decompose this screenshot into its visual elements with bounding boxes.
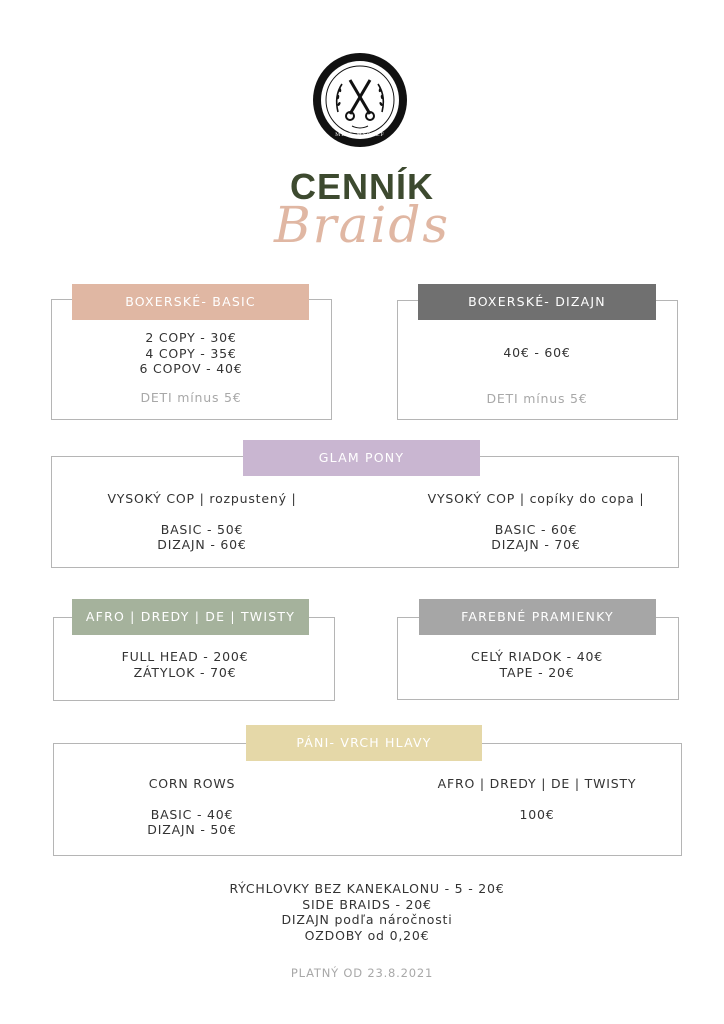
item-title: VYSOKÝ COP | copíky do copa | — [427, 491, 645, 506]
price-line: CELÝ RIADOK - 40€ — [470, 649, 604, 664]
price-line: 40€ - 60€ — [503, 345, 571, 360]
price-list: FULL HEAD - 200€ ZÁTYLOK - 70€ — [54, 649, 316, 680]
price-line: DIZAJN - 70€ — [491, 537, 581, 552]
section-label-boxerske-basic: BOXERSKÉ- BASIC — [72, 284, 309, 320]
price-line: 100€ — [519, 806, 555, 822]
section-label-boxerske-dizajn: BOXERSKÉ- DIZAJN — [418, 284, 656, 320]
section-label-glam-pony: GLAM PONY — [243, 440, 480, 476]
price-note: DETI mínus 5€ — [140, 390, 242, 405]
page-title: CENNÍK — [289, 166, 434, 207]
price-line: DIZAJN - 60€ — [157, 537, 247, 552]
extra-line: DIZAJN podľa náročnosti — [281, 912, 453, 927]
section-label-afro: AFRO | DREDY | DE | TWISTY — [72, 599, 309, 635]
price-line: 2 COPY - 30€ — [145, 330, 237, 345]
extra-line: RÝCHLOVKY BEZ KANEKALONU - 5 - 20€ — [229, 881, 505, 896]
price-line: 4 COPY - 35€ — [145, 345, 237, 361]
price-note: DETI mínus 5€ — [486, 391, 588, 406]
glam-pony-left-column: VYSOKÝ COP | rozpustený | BASIC - 50€ DI… — [52, 491, 352, 553]
price-list: CELÝ RIADOK - 40€ TAPE - 20€ — [398, 649, 676, 680]
price-list: 2 COPY - 30€ 4 COPY - 35€ 6 COPOV - 40€ — [52, 330, 330, 377]
price-line: DIZAJN - 50€ — [147, 822, 237, 837]
extra-line: OZDOBY od 0,20€ — [304, 927, 430, 943]
price-line: BASIC - 60€ — [494, 521, 578, 537]
price-line: FULL HEAD - 200€ — [121, 649, 249, 664]
section-label-pani: PÁNI- VRCH HLAVY — [246, 725, 482, 761]
glam-pony-right-column: VYSOKÝ COP | copíky do copa | BASIC - 60… — [396, 491, 676, 553]
pani-right-column: AFRO | DREDY | DE | TWISTY 100€ — [402, 776, 672, 822]
brand-logo: ME & MYSELF — [312, 52, 408, 148]
price-line: ZÁTYLOK - 70€ — [133, 664, 237, 680]
scissors-logo-icon — [313, 53, 407, 147]
section-box-boxerske-dizajn: 40€ - 60€ DETI mínus 5€ — [397, 300, 678, 420]
price-line: BASIC - 50€ — [160, 521, 244, 537]
price-line: 6 COPOV - 40€ — [139, 361, 243, 376]
extra-line: SIDE BRAIDS - 20€ — [302, 896, 432, 912]
extras-list: RÝCHLOVKY BEZ KANEKALONU - 5 - 20€ SIDE … — [0, 881, 724, 943]
price-line: TAPE - 20€ — [499, 664, 575, 680]
item-title: CORN ROWS — [148, 776, 236, 791]
section-label-farebne: FAREBNÉ PRAMIENKY — [419, 599, 656, 635]
item-title: AFRO | DREDY | DE | TWISTY — [437, 776, 637, 791]
page-subtitle-script: Braids — [273, 196, 451, 254]
pani-left-column: CORN ROWS BASIC - 40€ DIZAJN - 50€ — [54, 776, 330, 838]
price-line: BASIC - 40€ — [150, 806, 234, 822]
logo-text: ME & MYSELF — [335, 132, 385, 138]
item-title: VYSOKÝ COP | rozpustený | — [107, 491, 297, 506]
validity-footer: PLATNÝ OD 23.8.2021 — [290, 966, 434, 980]
